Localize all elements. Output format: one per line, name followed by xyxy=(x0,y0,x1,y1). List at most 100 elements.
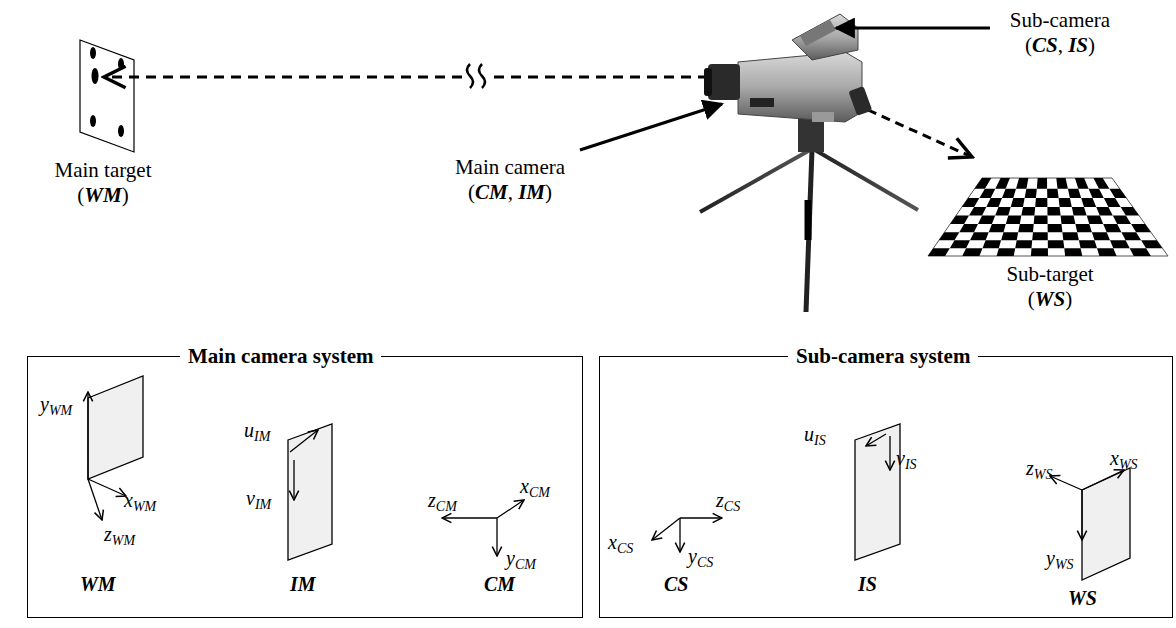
axis-subscript: WM xyxy=(133,499,156,514)
axis-label: yWS xyxy=(1046,546,1074,570)
checker-square xyxy=(1047,207,1060,216)
target-label: Sub-target (WS) xyxy=(985,262,1115,312)
checker-square xyxy=(950,240,970,248)
frame-code: CM xyxy=(475,180,508,204)
checker-square xyxy=(1037,178,1047,189)
checker-square xyxy=(1068,189,1081,198)
sub-target-checkerboard xyxy=(928,178,1168,256)
checker-square xyxy=(1001,232,1018,240)
checker-square xyxy=(1081,198,1096,207)
frame-name: WS xyxy=(1068,586,1097,610)
axis-subscript: CM xyxy=(515,557,536,572)
checker-square xyxy=(983,240,1002,248)
checker-square xyxy=(1089,189,1104,198)
axis-label: uIS xyxy=(804,422,826,446)
axis-label: zCM xyxy=(428,488,457,512)
axis-subscript: WS xyxy=(1119,457,1138,472)
panel-heading: Main camera system xyxy=(180,343,381,369)
checker-square xyxy=(962,248,982,256)
checker-square xyxy=(1121,232,1141,240)
checker-square xyxy=(1048,240,1065,248)
axis-label: xWM xyxy=(124,488,156,512)
axis-subscript: IS xyxy=(814,433,826,448)
frame-name: CS xyxy=(664,572,688,596)
checker-square xyxy=(1130,248,1151,256)
axis-label: zWS xyxy=(1026,456,1052,480)
checker-square xyxy=(1093,178,1109,189)
axis-subscript: WS xyxy=(1055,557,1074,572)
checker-square xyxy=(1006,216,1022,224)
camera-illustration xyxy=(700,14,918,312)
axis-subscript: CM xyxy=(529,485,550,500)
checker-square xyxy=(1079,240,1097,248)
frame-code: IM xyxy=(518,180,545,204)
axis-subscript: CS xyxy=(724,499,740,514)
checker-square xyxy=(1011,198,1025,207)
target-node: Sub-target (WS) xyxy=(985,180,1115,312)
frame-name: IS xyxy=(858,572,877,596)
checker-square xyxy=(1035,198,1047,207)
leader-arrow xyxy=(836,27,990,30)
frame-name: CM xyxy=(484,572,515,596)
checker-square xyxy=(1015,240,1032,248)
axis-label: vIM xyxy=(246,486,271,510)
checker-square xyxy=(1056,178,1068,189)
camera-callout: Main camera (CM, IM) xyxy=(440,155,580,205)
checker-square xyxy=(1032,232,1048,240)
axis-subscript: IM xyxy=(254,429,270,444)
frame-code: IS xyxy=(1068,33,1088,57)
checker-square xyxy=(986,198,1002,207)
axis-label: yCS xyxy=(688,544,713,568)
frame-name: IM xyxy=(290,572,316,596)
axis-label: xWS xyxy=(1110,446,1138,470)
frame-code: WM xyxy=(84,183,121,207)
checker-square xyxy=(1075,224,1092,232)
checker-square xyxy=(975,178,992,189)
axis-label: yCM xyxy=(506,546,536,570)
main-line-of-sight xyxy=(104,64,708,88)
axis-label: xCS xyxy=(608,530,633,554)
checker-square xyxy=(997,248,1016,256)
checker-square xyxy=(1113,216,1131,224)
checker-square xyxy=(1109,189,1126,198)
checker-square xyxy=(1131,224,1151,232)
checker-square xyxy=(989,224,1006,232)
checker-square xyxy=(1092,232,1110,240)
camera-callout: Sub-camera (CS, IS) xyxy=(990,8,1130,58)
checker-square xyxy=(939,232,959,240)
axis-subscript: WM xyxy=(49,403,72,418)
axis-label: zWM xyxy=(104,522,135,546)
checker-square xyxy=(928,248,950,256)
axis-subscript: IM xyxy=(255,497,271,512)
checker-square xyxy=(1025,189,1037,198)
axis-subscript: IS xyxy=(905,457,917,472)
panel-heading: Sub-camera system xyxy=(788,343,978,369)
checker-square xyxy=(950,216,969,224)
checker-square xyxy=(1096,207,1113,216)
axis-label: uIM xyxy=(244,418,270,442)
checker-square xyxy=(1047,189,1059,198)
axis-subscript: WM xyxy=(112,533,135,548)
checker-square xyxy=(1061,216,1076,224)
checker-square xyxy=(1097,248,1117,256)
main-target xyxy=(80,40,134,152)
axis-subscript: CS xyxy=(697,555,713,570)
checker-square xyxy=(1062,232,1079,240)
checker-square xyxy=(1059,198,1072,207)
target-node: Main target (WM) xyxy=(38,30,168,208)
frame-name: WM xyxy=(80,572,116,596)
checker-square xyxy=(1104,198,1121,207)
frame-code: CS xyxy=(1032,33,1058,57)
axis-subscript: WS xyxy=(1034,467,1053,482)
checker-square xyxy=(1002,189,1016,198)
axis-subscript: CS xyxy=(617,541,633,556)
checker-square xyxy=(1121,207,1139,216)
checker-square xyxy=(978,216,995,224)
checker-square xyxy=(995,178,1010,189)
checker-square xyxy=(1016,178,1028,189)
leader-arrow xyxy=(580,104,722,150)
checker-square xyxy=(962,198,980,207)
axis-label: vIS xyxy=(896,446,917,470)
axis-label: yWM xyxy=(40,392,72,416)
